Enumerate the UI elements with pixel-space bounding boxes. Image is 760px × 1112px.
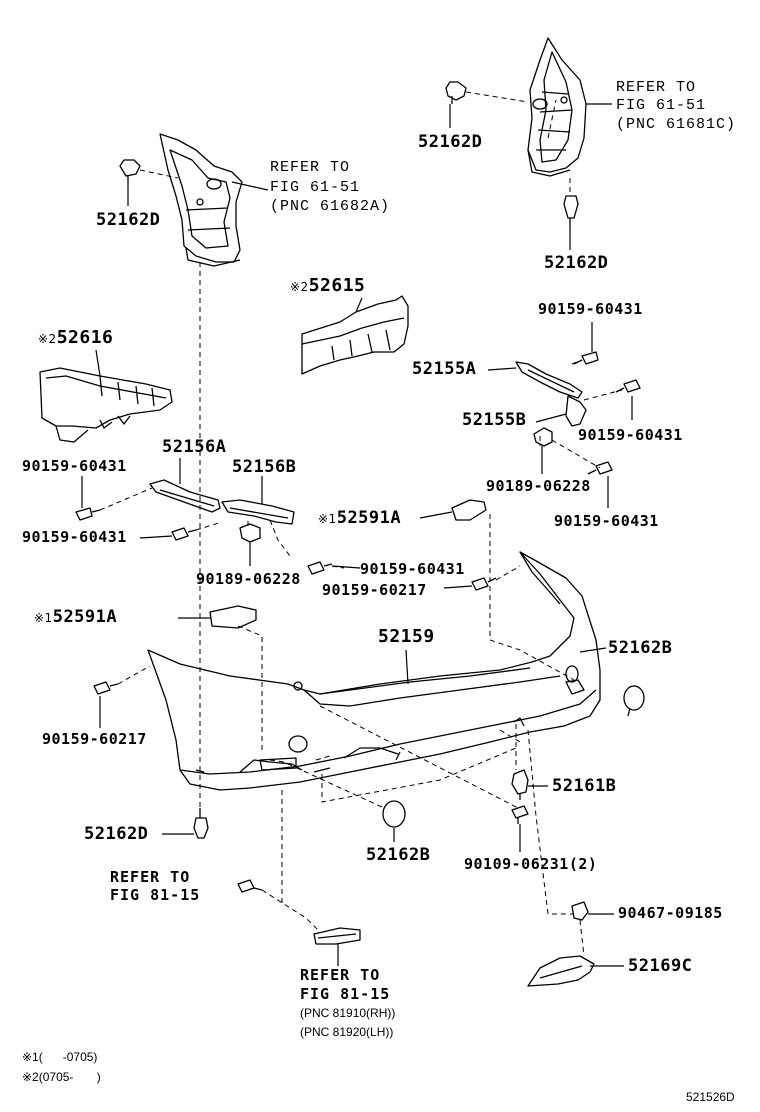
clip-52161b bbox=[511, 769, 529, 800]
bolt-90159-60431-center bbox=[307, 561, 333, 575]
upper-left-retainer-bracket bbox=[159, 133, 243, 267]
bracket-52615 bbox=[301, 295, 409, 375]
bolt-label-90159-60431-left-bottom: 90159-60431 bbox=[22, 528, 127, 546]
refer-61681c-line1: REFER TO bbox=[616, 79, 697, 96]
part-52169c: 52169C bbox=[628, 956, 693, 976]
refer-61681c-line3: (PNC 61681C) bbox=[616, 116, 737, 133]
part-52156a: 52156A bbox=[162, 437, 227, 457]
refer-81-15-bolt-line2: FIG 81-15 bbox=[110, 886, 201, 904]
bolt-90159-60217-left bbox=[93, 681, 119, 695]
rear-bumper-cover-52159 bbox=[147, 551, 601, 791]
bracket-52155b bbox=[565, 395, 587, 427]
bolt-90159-60431-left-top bbox=[75, 507, 101, 521]
refer-61682a-line2: FIG 61-51 bbox=[270, 179, 361, 196]
clip-label-90467-09185: 90467-09185 bbox=[618, 904, 723, 922]
grommet-52162b-right bbox=[623, 685, 645, 717]
bolt-label-90109-06231: 90109-06231(2) bbox=[464, 855, 598, 873]
footnote-1-text: ( -0705) bbox=[38, 1050, 98, 1064]
pad-52591a-left bbox=[209, 605, 257, 629]
grommet-52162b-center bbox=[382, 800, 406, 828]
clip-52162d-lower-right bbox=[563, 195, 579, 226]
part-52162d-right: 52162D bbox=[544, 253, 609, 273]
clip-90189-06228-left bbox=[239, 523, 261, 543]
clip-90467-09185 bbox=[571, 901, 589, 921]
refer-81-15-lamp-line2: FIG 81-15 bbox=[300, 985, 391, 1003]
part-52155b: 52155B bbox=[462, 410, 527, 430]
bracket-52156a bbox=[149, 479, 221, 513]
part-52159: 52159 bbox=[378, 626, 435, 647]
part-52162d-upper: 52162D bbox=[418, 132, 483, 152]
clip-52162d-upper-left bbox=[119, 159, 141, 182]
pad-52591a-right bbox=[451, 499, 487, 521]
bracket-52169c bbox=[527, 955, 595, 987]
mark-2-52616: ※2 bbox=[38, 332, 57, 346]
part-52162d-lower: 52162D bbox=[84, 824, 149, 844]
reflector-lamp bbox=[313, 927, 361, 945]
part-52162b-center: 52162B bbox=[366, 845, 431, 865]
figure-code: 521526D bbox=[686, 1090, 735, 1104]
mark-1-52591a-left: ※1 bbox=[34, 611, 53, 625]
upper-right-retainer-bracket bbox=[527, 37, 587, 177]
part-52162d-left: 52162D bbox=[96, 210, 161, 230]
part-52615: ※252615 bbox=[290, 277, 365, 295]
clip-label-90189-06228-left: 90189-06228 bbox=[196, 570, 301, 588]
clip-label-90189-06228-right: 90189-06228 bbox=[486, 477, 591, 495]
refer-81-15-bolt-line1: REFER TO bbox=[110, 868, 191, 886]
bolt-label-90159-60431-left-top: 90159-60431 bbox=[22, 457, 127, 475]
bracket-52156b bbox=[221, 499, 295, 525]
part-52591a-right: ※152591A bbox=[318, 510, 401, 527]
clip-90189-06228-right bbox=[533, 427, 553, 447]
part-52591a-left: ※152591A bbox=[34, 609, 117, 626]
bolt-label-90159-60217-center: 90159-60217 bbox=[322, 581, 427, 599]
footnote-2: ※2(0705- ) bbox=[22, 1071, 101, 1083]
bolt-label-90159-60431-center: 90159-60431 bbox=[360, 560, 465, 578]
refer-81-15-lamp-line4: (PNC 81920(LH)) bbox=[300, 1025, 394, 1039]
refer-61681c-line2: FIG 61-51 bbox=[616, 97, 707, 114]
bolt-90159-60431-2 bbox=[615, 379, 641, 393]
refer-81-15-lamp-line1: REFER TO bbox=[300, 966, 381, 984]
part-52591a-left-number: 52591A bbox=[52, 607, 118, 627]
clip-52162d-upper bbox=[445, 81, 467, 104]
part-52155a: 52155A bbox=[412, 359, 477, 379]
bolt-label-90159-60431-top: 90159-60431 bbox=[538, 300, 643, 318]
part-52156b: 52156B bbox=[232, 457, 297, 477]
part-52591a-right-number: 52591A bbox=[336, 508, 402, 528]
bracket-52155a bbox=[515, 361, 583, 399]
bracket-52616 bbox=[39, 367, 173, 443]
bolt-90159-60431-3 bbox=[587, 461, 613, 475]
part-52615-number: 52615 bbox=[308, 275, 366, 296]
refer-81-15-lamp-line3: (PNC 81910(RH)) bbox=[300, 1006, 396, 1020]
bolt-label-90159-60431-lower: 90159-60431 bbox=[554, 512, 659, 530]
mark-2-52615: ※2 bbox=[290, 280, 309, 294]
bolt-label-90159-60217-left: 90159-60217 bbox=[42, 730, 147, 748]
bolt-90109-06231 bbox=[511, 805, 529, 824]
footnote-1: ※1( -0705) bbox=[22, 1051, 97, 1063]
bolt-label-90159-60431-mid: 90159-60431 bbox=[578, 426, 683, 444]
footnote-2-text: (0705- ) bbox=[38, 1070, 101, 1084]
bolt-fig81-15 bbox=[237, 879, 263, 893]
footnote-1-mark: ※1 bbox=[22, 1050, 39, 1064]
part-52161b: 52161B bbox=[552, 776, 617, 796]
bolt-90159-60431-left-bottom bbox=[171, 527, 197, 541]
footnote-2-mark: ※2 bbox=[22, 1070, 39, 1084]
part-52616-number: 52616 bbox=[56, 327, 114, 348]
refer-61682a-line3: (PNC 61682A) bbox=[270, 198, 391, 215]
mark-1-52591a-right: ※1 bbox=[318, 512, 337, 526]
bolt-90159-60217-center bbox=[471, 577, 497, 591]
part-52616: ※252616 bbox=[38, 329, 113, 347]
part-52162b-right: 52162B bbox=[608, 638, 673, 658]
refer-61682a-line1: REFER TO bbox=[270, 159, 351, 176]
